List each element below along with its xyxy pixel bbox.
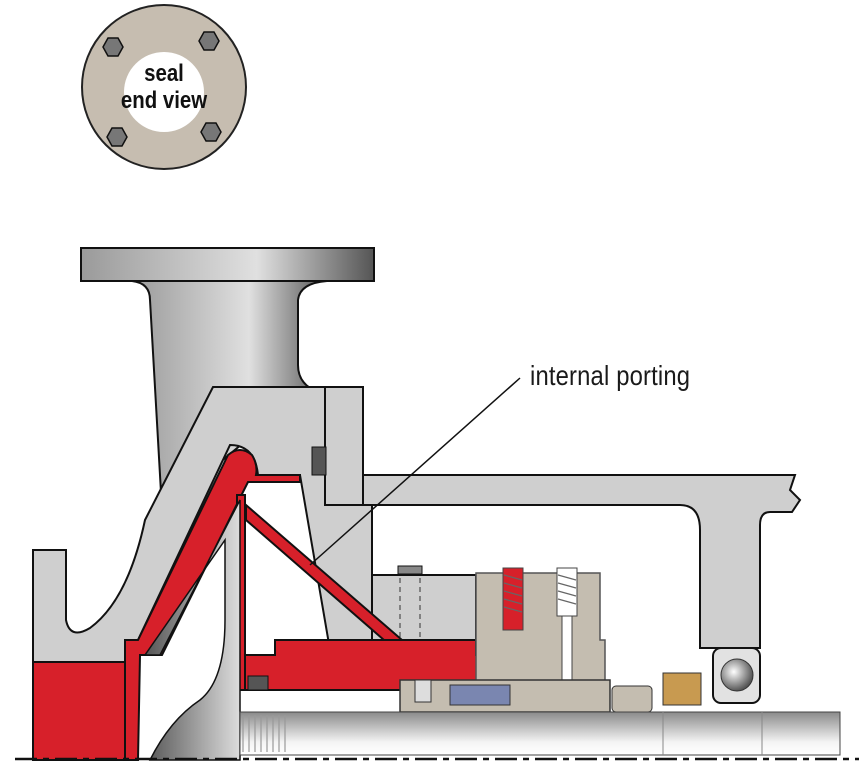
seal-end-view-label: seal end view bbox=[96, 60, 232, 114]
discharge-flange bbox=[80, 247, 375, 282]
seal-end-view-line1: seal bbox=[144, 60, 184, 87]
shaft bbox=[239, 711, 841, 756]
leader-line bbox=[309, 377, 521, 566]
rotating-face bbox=[449, 684, 511, 706]
bearing-isolator bbox=[662, 672, 702, 706]
internal-porting-label: internal porting bbox=[530, 360, 691, 391]
seal-end-view bbox=[81, 4, 247, 170]
bolt-icon bbox=[102, 31, 222, 147]
seal-end-view-line2: end view bbox=[120, 87, 208, 114]
bearing-frame bbox=[362, 474, 802, 649]
bearing-ball bbox=[720, 658, 754, 692]
shaft-thread bbox=[242, 715, 286, 752]
